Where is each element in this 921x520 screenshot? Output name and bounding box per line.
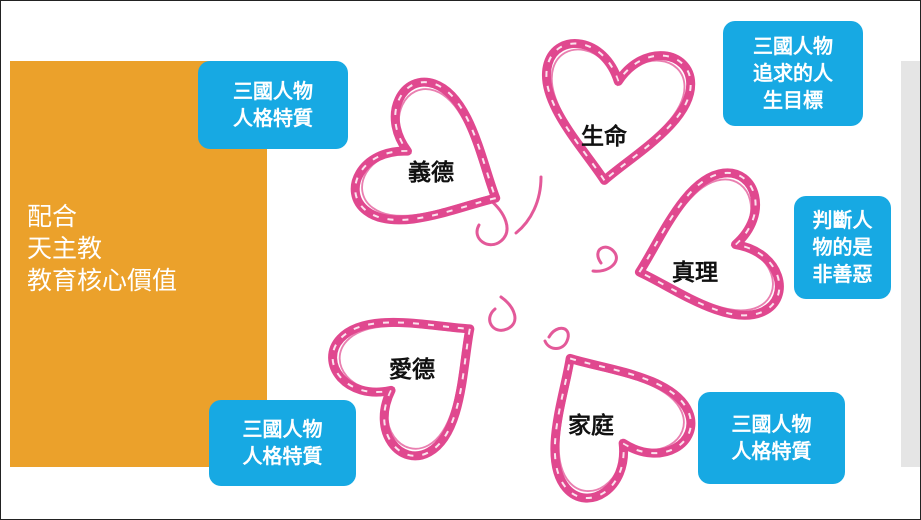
callout-line: 追求的人 [753,61,833,85]
callout-right: 判斷人 物的是 非善惡 [794,196,891,299]
connector-loop-shengming [514,175,543,235]
heart-label-aide: 愛德 [389,357,435,383]
heart-shengming [533,40,695,191]
callout-line: 生目標 [763,88,823,112]
heart-label-shengming: 生命 [581,124,627,150]
left-panel-line: 配合 [27,202,78,231]
callout-line: 三國人物 [731,412,812,436]
left-panel-line: 教育核心價值 [27,266,178,295]
callout-line: 人格特質 [242,444,323,468]
callout-line: 三國人物 [242,417,323,441]
callout-bottom-left: 三國人物 人格特質 [209,400,356,486]
callout-line: 三國人物 [753,34,833,58]
callout-top-right: 三國人物 追求的人 生目標 [723,21,863,126]
connector-loop-zhenli [591,245,618,273]
left-panel-text: 配合 天主教 教育核心價值 [27,201,177,297]
connector-loop-jiating [543,326,570,350]
callout-top-left: 三國人物 人格特質 [198,61,348,149]
heart-label-zhenli: 真理 [672,260,718,286]
callout-line: 非善惡 [812,262,873,286]
callout-line: 人格特質 [233,106,313,130]
right-gray-panel [901,61,920,467]
callout-bottom-right: 三國人物 人格特質 [698,392,845,484]
callout-line: 判斷人 [812,208,873,232]
heart-label-yide: 義德 [408,160,454,186]
left-panel-line: 天主教 [27,234,103,263]
connector-loops [475,175,618,350]
callout-line: 人格特質 [731,439,812,463]
callout-line: 三國人物 [233,79,313,103]
connector-loop-yide [475,197,509,247]
connector-loop-aide [488,295,517,332]
callout-line: 物的是 [812,235,873,259]
heart-label-jiating: 家庭 [568,413,614,439]
